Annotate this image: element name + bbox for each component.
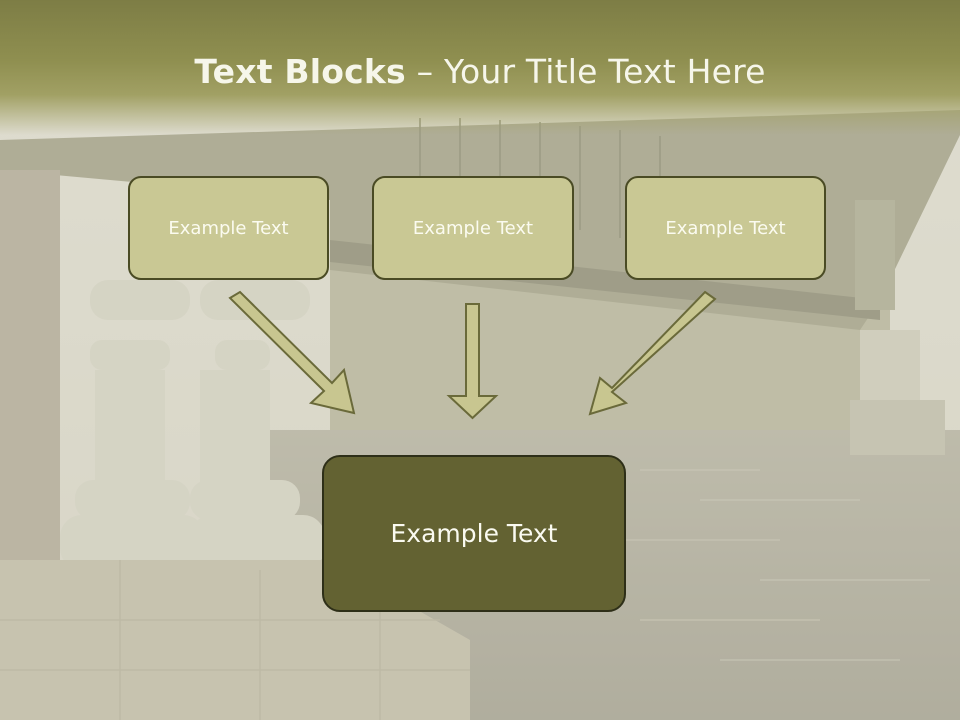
title-rest: Your Title Text Here <box>443 52 766 91</box>
text-block-label: Example Text <box>665 217 786 239</box>
title-dash: – <box>405 52 444 91</box>
title-bold-part: Text Blocks <box>194 52 406 91</box>
text-block-main[interactable]: Example Text <box>322 455 626 612</box>
text-block-label: Example Text <box>168 217 289 239</box>
arrow-left-to-center <box>228 290 356 415</box>
text-block-top-right[interactable]: Example Text <box>625 176 826 280</box>
arrow-center-down <box>446 303 499 420</box>
header-band <box>0 0 960 135</box>
text-block-main-label: Example Text <box>390 519 558 548</box>
text-block-top-left[interactable]: Example Text <box>128 176 329 280</box>
text-block-top-center[interactable]: Example Text <box>372 176 574 280</box>
arrow-right-to-center <box>588 290 717 416</box>
slide-title: Text Blocks – Your Title Text Here <box>0 52 960 91</box>
text-block-label: Example Text <box>412 217 534 239</box>
